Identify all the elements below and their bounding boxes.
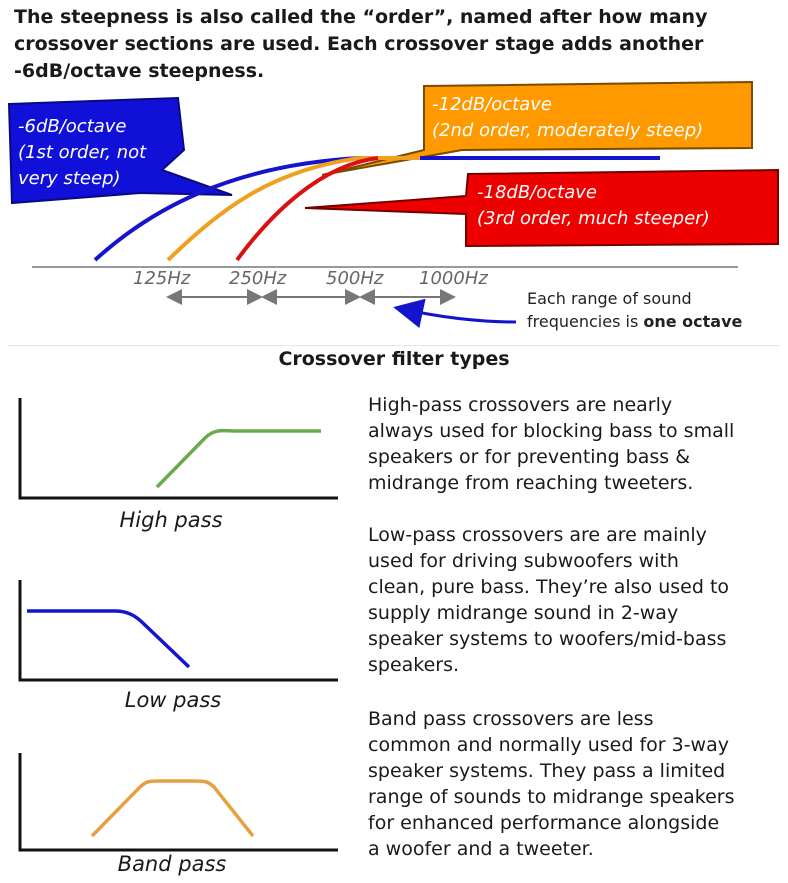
octave-note-line-1: Each range of sound (527, 289, 692, 308)
band-pass-desc-line: range of sounds to midrange speakers (368, 786, 735, 808)
low-pass-graph (18, 580, 338, 682)
freq-label-1000: 1000Hz (419, 268, 488, 289)
high-pass-graph (18, 398, 338, 500)
band-pass-desc-line: speaker systems. They pass a limited (368, 760, 726, 782)
callout-first-order-text: -6dB/octave (1st order, not very steep) (18, 114, 146, 192)
band-pass-curve (90, 779, 255, 838)
band-pass-desc-line: a woofer and a tweeter. (368, 838, 594, 860)
high-pass-description: High-pass crossovers are nearly always u… (368, 392, 773, 496)
low-pass-desc-line: used for driving subwoofers with (368, 550, 679, 572)
freq-label-250: 250Hz (229, 268, 287, 289)
callout-first-order-slope: -6dB/octave (18, 116, 127, 137)
freq-label-125: 125Hz (133, 268, 191, 289)
callout-third-order-bubble (304, 168, 779, 248)
low-pass-label: Low pass (124, 688, 222, 712)
band-pass-label: Band pass (117, 852, 227, 876)
intro-line-2: crossover sections are used. Each crosso… (14, 33, 704, 55)
intro-line-1: The steepness is also called the “order”… (14, 6, 708, 28)
first-order-curve (93, 156, 660, 262)
slope-diagram (7, 80, 779, 329)
band-pass-graph (18, 753, 338, 852)
section-divider (8, 345, 780, 346)
low-pass-desc-line: speakers. (368, 654, 460, 676)
callout-second-order-desc: (2nd order, moderately steep) (432, 120, 704, 141)
band-pass-desc-line: Band pass crossovers are less (368, 708, 654, 730)
low-pass-desc-line: supply midrange sound in 2-way (368, 602, 679, 624)
callout-first-order-desc-2: very steep) (18, 168, 121, 189)
callout-second-order-slope: -12dB/octave (432, 94, 552, 115)
callout-third-order-text: -18dB/octave (3rd order, much steeper) (477, 180, 710, 232)
third-order-curve (235, 156, 379, 262)
high-pass-curve (155, 428, 321, 489)
low-pass-desc-line: clean, pure bass. They’re also used to (368, 576, 730, 598)
callout-second-order-text: -12dB/octave (2nd order, moderately stee… (432, 92, 703, 144)
low-pass-desc-line: speaker systems to woofers/mid-bass (368, 628, 727, 650)
octave-note-bold: one octave (643, 312, 743, 331)
callout-second-order-bubble (321, 80, 753, 176)
low-pass-curve (27, 609, 191, 669)
high-pass-desc-line: High-pass crossovers are nearly (368, 394, 673, 416)
band-pass-desc-line: common and normally used for 3-way (368, 734, 729, 756)
octave-note-prefix: frequencies is (527, 312, 644, 331)
intro-line-3: -6dB/octave steepness. (14, 60, 265, 82)
high-pass-desc-line: midrange from reaching tweeters. (368, 472, 694, 494)
octave-pointer-arrow (393, 298, 517, 329)
callout-first-order-bubble (7, 96, 233, 205)
low-pass-description: Low-pass crossovers are are mainly used … (368, 522, 773, 678)
callout-first-order-desc-1: (1st order, not (18, 142, 147, 163)
intro-paragraph: The steepness is also called the “order”… (14, 4, 714, 85)
band-pass-description: Band pass crossovers are less common and… (368, 706, 773, 862)
high-pass-desc-line: speakers or for preventing bass & (368, 446, 691, 468)
callout-third-order-slope: -18dB/octave (477, 182, 597, 203)
low-pass-desc-line: Low-pass crossovers are are mainly (368, 524, 707, 546)
low-pass-axes (18, 580, 338, 682)
high-pass-label: High pass (119, 508, 223, 532)
high-pass-axes (18, 398, 338, 500)
high-pass-desc-line: always used for blocking bass to small (368, 420, 735, 442)
second-order-curve (166, 156, 420, 262)
section-title: Crossover filter types (278, 348, 510, 370)
octave-note: Each range of sound frequencies is one o… (527, 287, 742, 333)
octave-note-line-2: frequencies is one octave (527, 310, 742, 333)
band-pass-axes (18, 753, 338, 852)
callout-third-order-desc: (3rd order, much steeper) (477, 208, 710, 229)
freq-label-500: 500Hz (326, 268, 384, 289)
band-pass-desc-line: for enhanced performance alongside (368, 812, 720, 834)
